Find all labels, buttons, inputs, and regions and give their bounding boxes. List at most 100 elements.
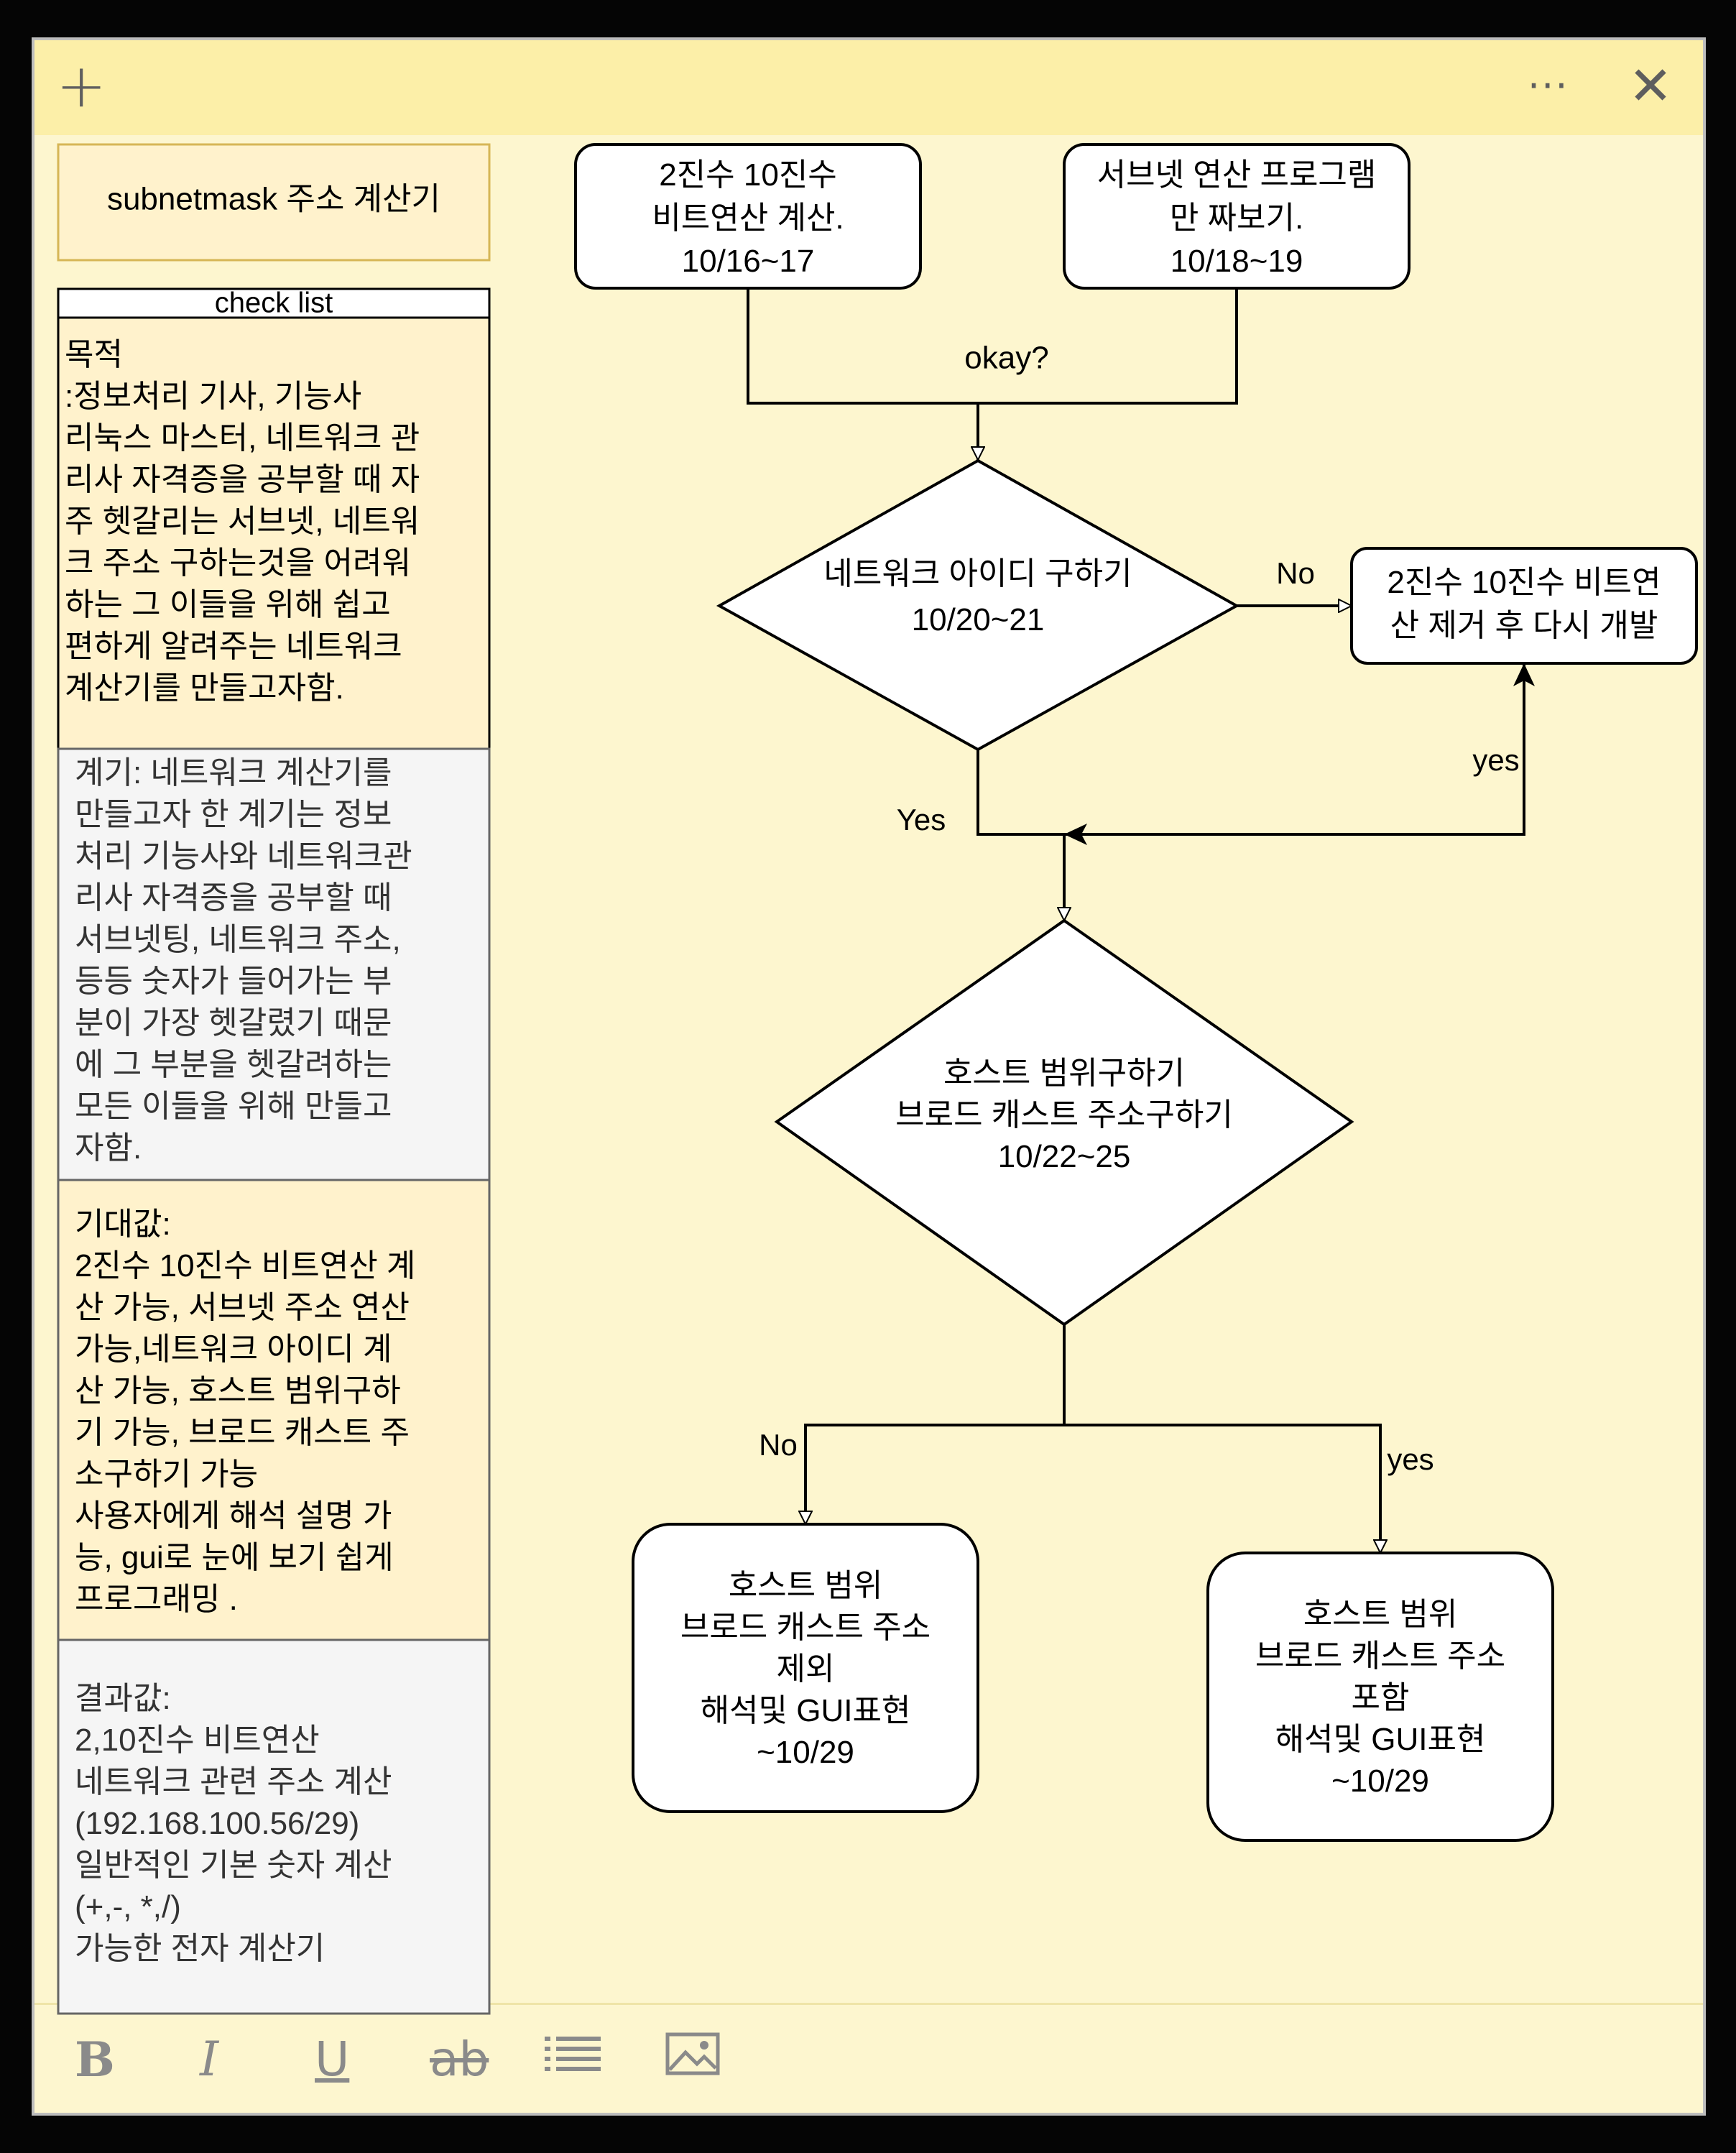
- sec2-line: 능, gui로 눈에 보기 쉽게: [75, 1540, 394, 1575]
- sec2-line: 2진수 10진수 비트연산 계: [75, 1248, 415, 1283]
- expected-text: 기대값:2진수 10진수 비트연산 계산 가능, 서브넷 주소 연산가능,네트워…: [75, 1207, 415, 1617]
- box4-line: 해석및 GUI표현: [701, 1693, 911, 1728]
- process-box-redevelop: [1350, 547, 1698, 665]
- sec2-line: 기 가능, 브로드 캐스트 주: [75, 1415, 410, 1450]
- title-bar: + ··· ✕: [34, 40, 1703, 135]
- more-horizontal-icon[interactable]: ···: [1528, 63, 1569, 109]
- sec1-line: 처리 기능사와 네트워크관: [75, 839, 412, 874]
- edge-box2-diamond1: [978, 287, 1238, 405]
- bullet-list-icon[interactable]: [545, 2031, 602, 2088]
- sec2-line: 산 가능, 호스트 범위구하: [75, 1373, 401, 1409]
- close-icon[interactable]: ✕: [1628, 55, 1673, 117]
- sec3-line: 네트워크 관련 주소 계산: [75, 1764, 392, 1799]
- title-text: subnetmask 주소 계산기: [107, 182, 440, 217]
- sec2-line: 소구하기 가능: [75, 1457, 258, 1492]
- sec0-line: 목적: [65, 337, 123, 372]
- merge-arrowhead: [1064, 824, 1087, 845]
- edge-label-no-2: No: [759, 1428, 798, 1462]
- image-icon[interactable]: [665, 2031, 720, 2088]
- box2-line: 만 짜보기.: [1170, 200, 1303, 236]
- box4-line: ~10/29: [757, 1735, 854, 1770]
- sec2-line: 가능,네트워크 아이디 계: [75, 1332, 392, 1367]
- process-box-include: [1206, 1552, 1554, 1842]
- edge-diamond1-diamond2: [976, 750, 1064, 921]
- edge-label-no-1: No: [1276, 556, 1315, 590]
- sec3-line: (192.168.100.56/29): [75, 1806, 359, 1841]
- underline-button[interactable]: U: [315, 2032, 350, 2087]
- bold-button[interactable]: B: [75, 2032, 115, 2088]
- result-section: [57, 1638, 491, 2015]
- sec0-line: 편하게 알려주는 네트워크: [65, 629, 402, 664]
- box3-line: 2진수 10진수 비트연: [1387, 565, 1661, 600]
- box2-line: 10/18~19: [1171, 244, 1303, 279]
- edge-label-yes-3: yes: [1387, 1442, 1433, 1476]
- diamond2-line: 10/22~25: [998, 1139, 1131, 1174]
- box4-line: 브로드 캐스트 주소: [680, 1610, 931, 1645]
- box2-line: 서브넷 연산 프로그램: [1097, 157, 1377, 193]
- title-box: [57, 143, 491, 262]
- sec2-line: 프로그래밍 .: [75, 1582, 238, 1617]
- sec1-line: 등등 숫자가 들어가는 부: [75, 964, 392, 999]
- sec0-line: 하는 그 이들을 위해 쉽고: [65, 587, 391, 622]
- diamond2-line: 호스트 범위구하기: [943, 1056, 1185, 1091]
- expected-section: [57, 1179, 491, 1641]
- strikethrough-button[interactable]: ab: [430, 2032, 489, 2087]
- purpose-section: [57, 316, 491, 750]
- decision-host-broadcast: [774, 918, 1354, 1327]
- sec2-line: 기대값:: [75, 1207, 171, 1242]
- edge-label-yes-1: yes: [1472, 743, 1519, 777]
- box1-line: 2진수 10진수: [659, 157, 837, 193]
- sec0-line: 리사 자격증을 공부할 때 자: [65, 462, 420, 497]
- diamond1-line: 네트워크 아이디 구하기: [823, 556, 1132, 591]
- plus-icon[interactable]: +: [56, 50, 107, 121]
- sec3-line: 일반적인 기본 숫자 계산: [75, 1848, 392, 1883]
- diamond2-line: 브로드 캐스트 주소구하기: [895, 1097, 1233, 1133]
- checklist-header-text: check list: [215, 287, 333, 319]
- sec1-line: 모든 이들을 위해 만들고: [75, 1089, 392, 1124]
- sec0-line: 리눅스 마스터, 네트워크 관: [65, 420, 420, 456]
- sec0-line: 주 헷갈리는 서브넷, 네트워: [65, 504, 420, 539]
- box5-line: 포함: [1352, 1680, 1410, 1715]
- sec1-line: 계기: 네트워크 계산기를: [75, 755, 392, 790]
- box5-line: 해석및 GUI표현: [1275, 1722, 1486, 1757]
- sec1-line: 만들고자 한 계기는 정보: [75, 797, 392, 832]
- sec0-line: :정보처리 기사, 기능사: [65, 379, 361, 414]
- edge-diamond2-box5: [1064, 1424, 1380, 1553]
- sec1-line: 자함.: [75, 1130, 142, 1166]
- sec3-line: 결과값:: [75, 1681, 171, 1716]
- box4-line: 호스트 범위: [729, 1568, 883, 1603]
- sec1-line: 서브넷팅, 네트워크 주소,: [75, 922, 401, 957]
- italic-button[interactable]: I: [200, 2032, 219, 2087]
- box1-line: 10/16~17: [682, 244, 815, 279]
- format-toolbar: B I U ab: [34, 2003, 1703, 2113]
- process-box-subnet-program: [1063, 143, 1410, 290]
- edge-box1-diamond1: [747, 287, 978, 460]
- sec3-line: 2,10진수 비트연산: [75, 1723, 320, 1758]
- sec0-line: 계산기를 만들고자함.: [65, 670, 344, 706]
- sec3-line: (+,-, *,/): [75, 1889, 181, 1924]
- process-box-redevelop-text: 2진수 10진수 비트연산 제거 후 다시 개발: [1387, 565, 1661, 643]
- box5-line: ~10/29: [1331, 1764, 1429, 1799]
- motivation-section: [57, 747, 491, 1181]
- box1-line: 비트연산 계산.: [652, 200, 844, 236]
- box5-line: 브로드 캐스트 주소: [1255, 1638, 1505, 1674]
- box3-line: 산 제거 후 다시 개발: [1390, 608, 1658, 643]
- process-box-exclude: [632, 1523, 979, 1813]
- box4-line: 제외: [777, 1651, 835, 1687]
- decision-network-id: [716, 458, 1240, 752]
- edge-box3-merge: [1064, 663, 1525, 836]
- sec3-line: 가능한 전자 계산기: [75, 1931, 325, 1966]
- edge-label-yes-2: Yes: [897, 803, 946, 836]
- edge-diamond2-box4: [805, 1324, 1066, 1524]
- sec1-line: 분이 가장 헷갈렸기 때문: [75, 1005, 392, 1041]
- sec0-line: 크 주소 구하는것을 어려워: [65, 545, 411, 581]
